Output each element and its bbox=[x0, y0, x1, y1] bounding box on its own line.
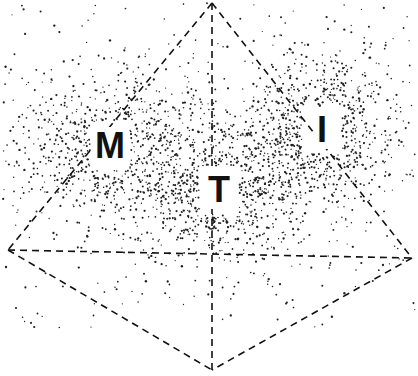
edge-line bbox=[8, 3, 212, 250]
region-label: T bbox=[205, 171, 233, 209]
edge-line bbox=[8, 250, 212, 370]
edge-line bbox=[8, 250, 412, 258]
region-label: M bbox=[92, 127, 128, 165]
stipple-clouds bbox=[2, 2, 415, 328]
tetrahedron-edges bbox=[8, 3, 412, 370]
region-label: I bbox=[314, 111, 330, 149]
edge-line bbox=[212, 3, 412, 258]
edge-line bbox=[212, 258, 412, 370]
